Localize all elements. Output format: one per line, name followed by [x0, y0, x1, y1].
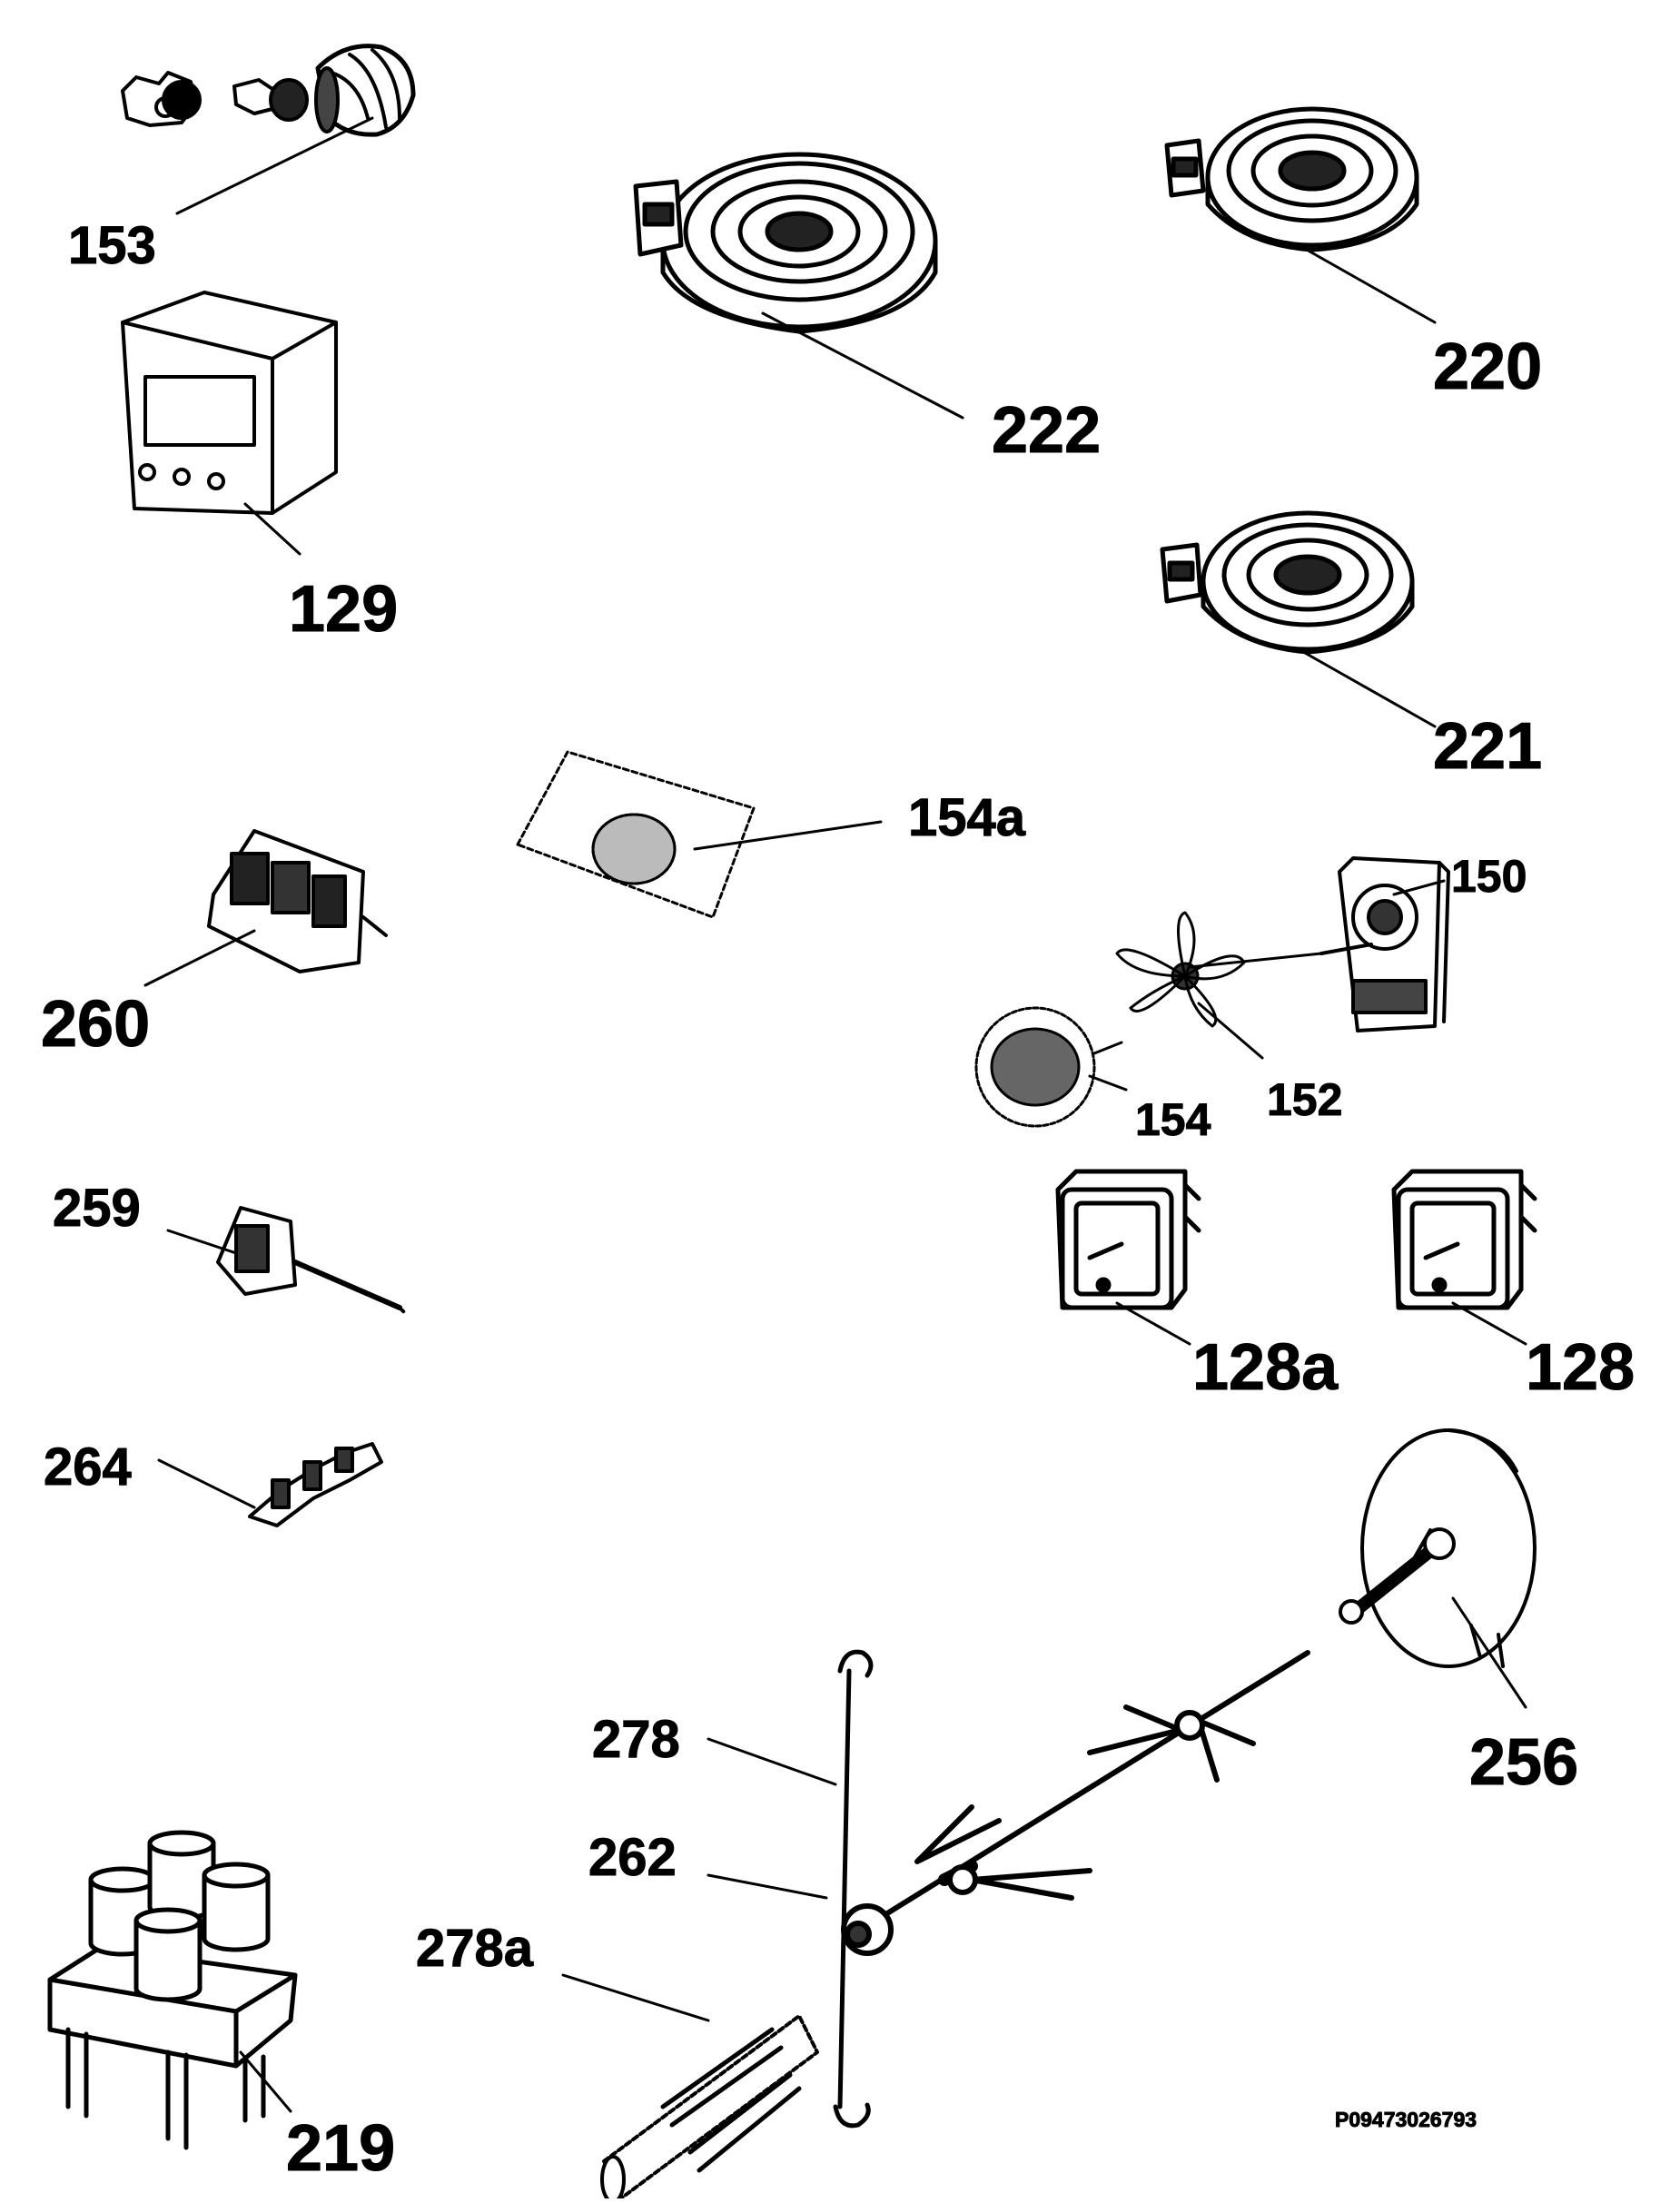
hob-small-drawing	[1160, 510, 1415, 655]
label-220: 220	[1433, 331, 1542, 403]
label-219: 219	[286, 2112, 395, 2185]
label-128a: 128a	[1192, 1331, 1339, 1404]
label-260: 260	[41, 988, 150, 1061]
label-150: 150	[1451, 851, 1527, 902]
fan-motor-drawing	[1319, 856, 1450, 1032]
fan-cover-drawing	[516, 750, 756, 919]
label-128: 128	[1526, 1331, 1635, 1404]
rotisserie-spit-drawing	[841, 1650, 1310, 1956]
reference-code: P09473026793	[1335, 2108, 1477, 2131]
selector-switch-drawing	[207, 829, 388, 973]
spark-switch-drawing	[248, 1442, 383, 1527]
hob-large-drawing	[633, 152, 938, 334]
regulator-drawing	[1391, 1169, 1537, 1310]
leader-lines	[143, 116, 1527, 2113]
label-264: 264	[44, 1437, 132, 1497]
spit-support-drawing	[833, 1649, 874, 2129]
label-278a: 278a	[416, 1919, 534, 1978]
label-152: 152	[1267, 1074, 1342, 1125]
label-262: 262	[588, 1828, 677, 1887]
label-129: 129	[289, 573, 398, 646]
timer-drawing	[121, 291, 338, 515]
knob-assembly-drawing	[121, 44, 416, 137]
spit-handle-drawing	[600, 2014, 819, 2203]
fan-guard-drawing	[974, 1006, 1123, 1128]
label-256: 256	[1469, 1726, 1578, 1799]
fan-blade-drawing	[1115, 911, 1323, 1028]
thermostat-drawing	[216, 1206, 406, 1314]
label-154: 154	[1135, 1094, 1211, 1145]
label-259: 259	[53, 1179, 141, 1238]
label-153: 153	[68, 216, 156, 275]
label-278: 278	[592, 1710, 680, 1769]
regulator-a-drawing	[1055, 1169, 1201, 1310]
hob-medium-drawing	[1164, 106, 1419, 252]
label-221: 221	[1433, 710, 1542, 783]
label-222: 222	[992, 394, 1101, 467]
label-154a: 154a	[908, 788, 1026, 847]
capacitor-block-drawing	[47, 1830, 298, 2150]
rotisserie-motor-drawing	[1339, 1428, 1537, 1668]
